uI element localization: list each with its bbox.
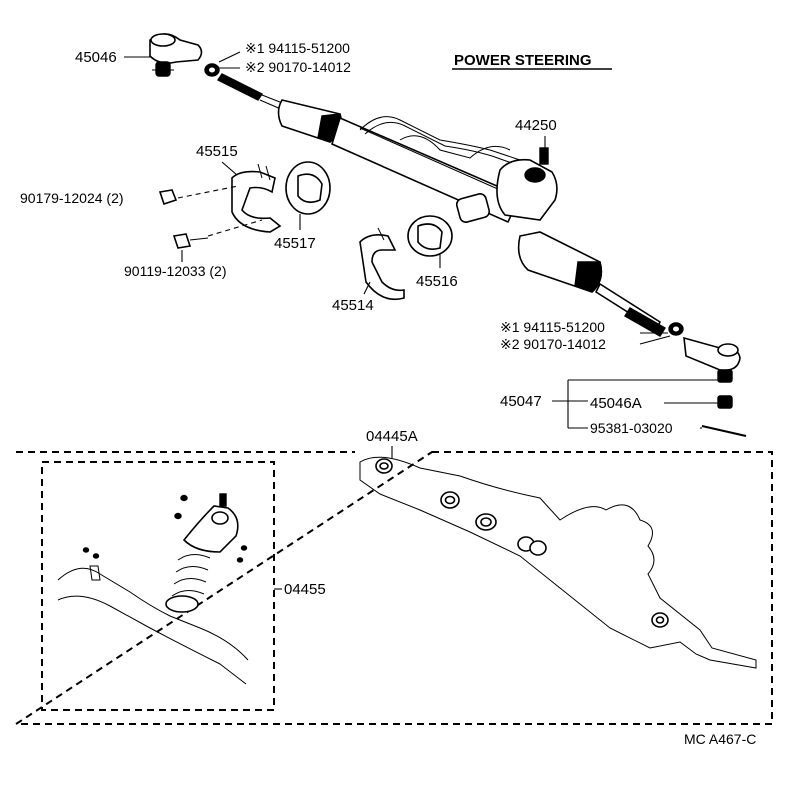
label-45515: 45515 bbox=[196, 143, 238, 160]
figure-code: MC A467-C bbox=[684, 731, 756, 747]
label-45516: 45516 bbox=[416, 273, 458, 290]
kit-inner-box bbox=[41, 461, 275, 711]
bracket-upper bbox=[231, 163, 282, 233]
bolt-lower bbox=[172, 233, 209, 249]
label-45046A: 45046A bbox=[590, 395, 642, 412]
label-45047: 45047 bbox=[500, 393, 542, 410]
label-04455: 04455 bbox=[284, 581, 326, 598]
valve-kit-parts bbox=[57, 493, 249, 685]
label-90119: 90119-12033 (2) bbox=[124, 263, 226, 279]
label-nut-left-1: ※1 94115-51200 bbox=[245, 40, 350, 56]
tie-rod-end-right bbox=[683, 336, 741, 383]
steering-gear-body bbox=[277, 99, 666, 337]
nut-left bbox=[204, 63, 220, 77]
cotter-pin bbox=[701, 425, 747, 437]
grommet-upper bbox=[285, 161, 331, 215]
rack-ghost-outline bbox=[359, 456, 757, 669]
nut-right bbox=[668, 322, 684, 336]
tie-rod-left bbox=[216, 73, 286, 111]
label-95381: 95381-03020 bbox=[590, 420, 673, 436]
label-45517: 45517 bbox=[274, 235, 316, 252]
label-90179: 90179-12024 (2) bbox=[20, 190, 124, 206]
grommet-lower bbox=[407, 215, 453, 257]
label-nut-left-2: ※2 90170-14012 bbox=[245, 59, 351, 75]
label-04445A: 04445A bbox=[366, 428, 418, 445]
tie-rod-end-left bbox=[149, 33, 203, 77]
diagram-title: POWER STEERING bbox=[454, 52, 592, 69]
kit-outer-box bbox=[12, 451, 773, 725]
bolt-upper bbox=[158, 189, 178, 206]
label-44250: 44250 bbox=[515, 117, 557, 134]
label-45046: 45046 bbox=[75, 49, 117, 66]
castle-nut-right bbox=[717, 395, 733, 409]
label-nut-right-1: ※1 94115-51200 bbox=[500, 319, 605, 335]
label-45514: 45514 bbox=[332, 297, 374, 314]
label-nut-right-2: ※2 90170-14012 bbox=[500, 336, 606, 352]
bracket-lower bbox=[359, 227, 405, 301]
